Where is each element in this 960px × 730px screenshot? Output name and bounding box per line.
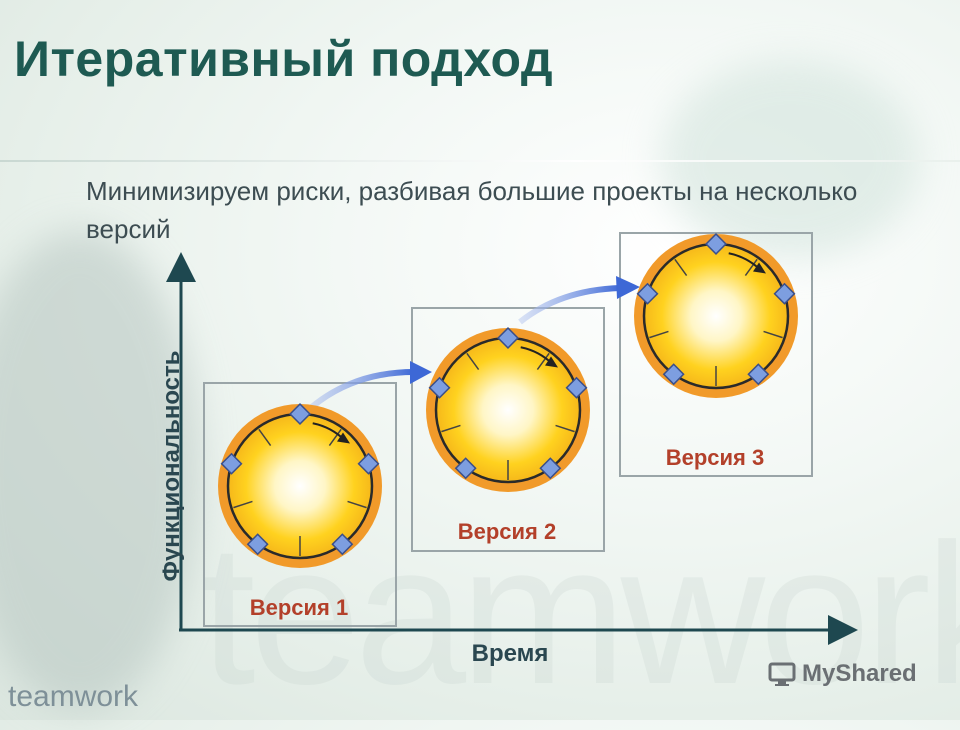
cycle-milestone-diamond <box>497 327 519 349</box>
cycle-spoke <box>328 428 342 446</box>
cycle-spoke <box>763 330 783 339</box>
background-blob <box>0 230 200 710</box>
version-3-box <box>619 232 813 477</box>
cycle-spoke <box>744 258 758 276</box>
cycle-milestone-diamond <box>565 376 588 399</box>
cycle-spoke <box>233 500 253 509</box>
title-divider <box>0 160 960 162</box>
iteration-cycle-3 <box>634 233 798 398</box>
cycle-spoke <box>649 330 669 339</box>
cycle-milestone-diamond <box>773 282 796 305</box>
cycle-milestone-diamond <box>246 533 269 556</box>
cycle-spoke <box>347 500 367 509</box>
version-3-label: Версия 3 <box>665 445 765 470</box>
monitor-icon <box>768 662 796 686</box>
logo-text: MyShared <box>802 660 917 687</box>
cycle-spoke <box>674 258 688 276</box>
version-1-box <box>203 382 397 627</box>
iteration-cycle-1 <box>218 403 382 568</box>
cycle-milestone-diamond <box>747 363 770 386</box>
cycle-direction-arrowhead <box>545 356 559 368</box>
version-2-box <box>411 307 605 552</box>
cycle-milestone-diamond <box>357 452 380 475</box>
page-title: Итеративный подход <box>14 31 554 87</box>
cycle-milestone-diamond <box>331 533 354 556</box>
cycle-spoke <box>441 424 461 433</box>
cycle-milestone-diamond <box>454 457 477 480</box>
cycle-direction-arrowhead <box>337 432 351 444</box>
x-axis-label: Время <box>471 640 549 667</box>
cycle-milestone-diamond <box>539 457 562 480</box>
cycle-direction-arrowhead <box>753 262 767 274</box>
subtitle: Минимизируем риски, разбивая большие про… <box>86 176 858 244</box>
transition-arrow-1-2 <box>303 361 432 415</box>
cycle-spoke <box>555 424 575 433</box>
cycle-spoke <box>466 352 480 370</box>
brand-wordmark: teamwork <box>8 680 139 713</box>
iteration-cycle-2 <box>426 327 590 492</box>
version-1-label: Версия 1 <box>249 595 349 620</box>
cycle-milestone-diamond <box>220 452 243 475</box>
myshared-logo[interactable]: MyShared <box>768 660 917 688</box>
cycle-spoke <box>536 352 550 370</box>
y-axis-label: Функциональность <box>158 350 185 582</box>
cycle-milestone-diamond <box>636 282 659 305</box>
cycle-milestone-diamond <box>705 233 727 255</box>
cycle-spoke <box>258 428 272 446</box>
cycle-milestone-diamond <box>662 363 685 386</box>
cycle-milestone-diamond <box>428 376 451 399</box>
cycle-milestone-diamond <box>289 403 311 425</box>
version-2-label: Версия 2 <box>457 519 557 544</box>
transition-arrow-2-3 <box>518 276 640 325</box>
